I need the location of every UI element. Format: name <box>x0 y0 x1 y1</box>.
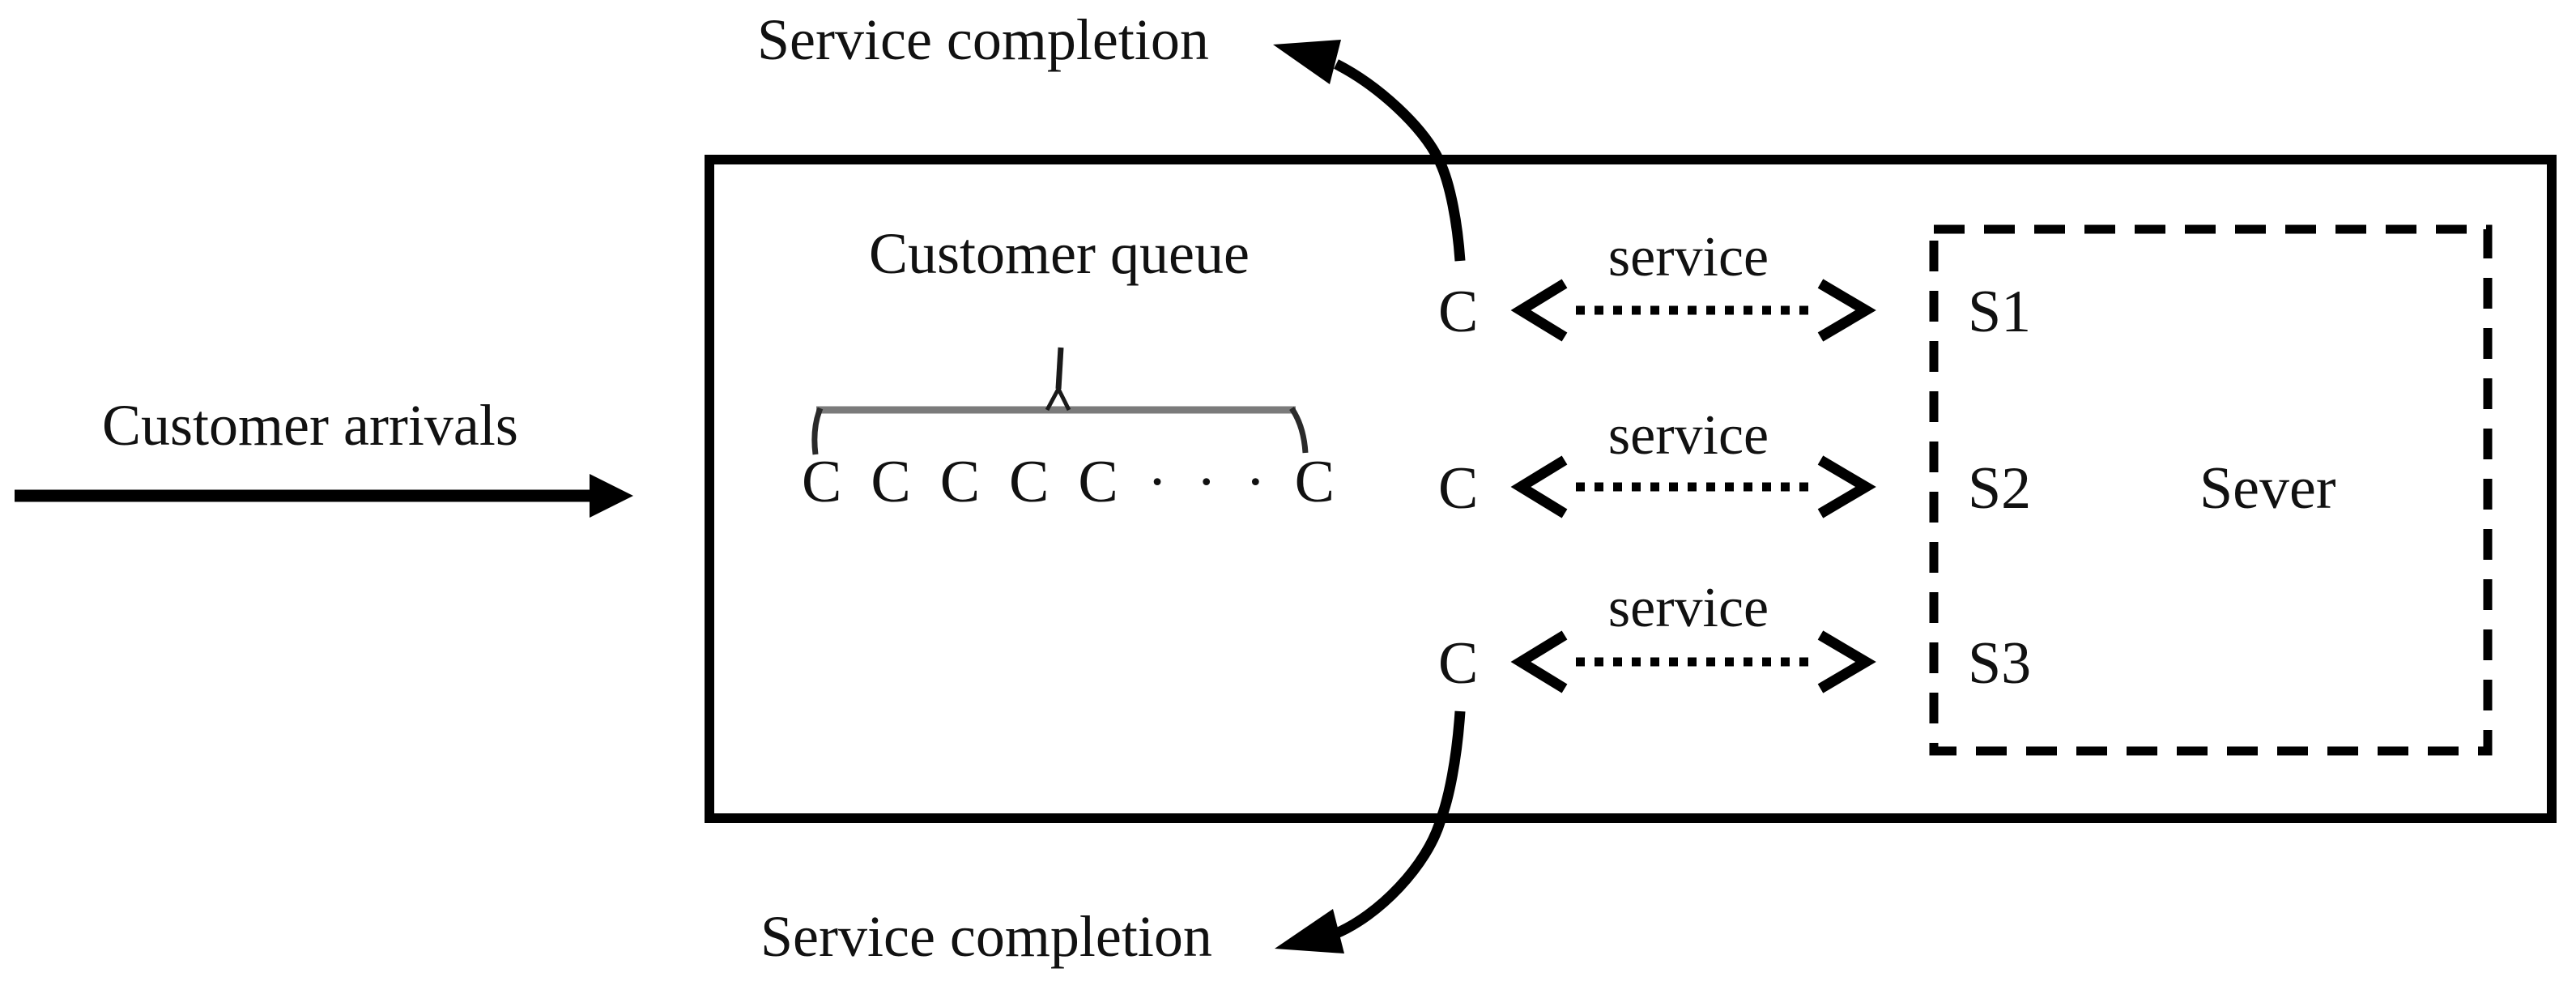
customer-arrivals-label: Customer arrivals <box>102 393 518 458</box>
service-completion-top-label: Service completion <box>757 7 1209 72</box>
service-label-1: service <box>1607 226 1769 288</box>
queue-customer: C <box>871 449 911 515</box>
customer-queue-label: Customer queue <box>869 221 1250 286</box>
customer-in-service-3: C <box>1438 630 1479 697</box>
queue-ellipsis-dot: · <box>1196 449 1217 515</box>
queue-customer: C <box>1009 449 1050 515</box>
service-dotted-arrow-row3-icon <box>1510 630 1876 693</box>
server-dashed-box <box>1929 224 2493 756</box>
service-completion-bottom-label: Service completion <box>760 904 1212 969</box>
top-exit-curved-arrow-icon <box>1273 40 1466 262</box>
queue-customer: C <box>802 449 842 515</box>
arrival-arrow-icon <box>15 474 633 518</box>
service-label-3: service <box>1607 577 1769 639</box>
server-3-label: S3 <box>1968 630 2032 697</box>
queue-ellipsis-dot: · <box>1245 449 1266 515</box>
system-box <box>705 155 2557 823</box>
bottom-exit-curved-arrow-icon <box>1275 710 1466 953</box>
customer-in-service-1: C <box>1438 279 1479 345</box>
service-label-2: service <box>1607 404 1769 467</box>
customer-queue-row: C C C C C · · · C <box>802 452 1335 512</box>
service-dotted-arrow-row1-icon <box>1510 279 1876 342</box>
queue-customer: C <box>1294 449 1335 515</box>
service-dotted-arrow-row2-icon <box>1510 455 1876 518</box>
server-1-label: S1 <box>1968 279 2032 345</box>
server-box-title: Sever <box>2199 455 2336 522</box>
customer-in-service-2: C <box>1438 455 1479 522</box>
queue-brace-icon <box>811 347 1309 455</box>
queue-ellipsis-dot: · <box>1147 449 1168 515</box>
queue-customer: C <box>1078 449 1118 515</box>
server-2-label: S2 <box>1968 455 2032 522</box>
queue-customer: C <box>939 449 981 515</box>
